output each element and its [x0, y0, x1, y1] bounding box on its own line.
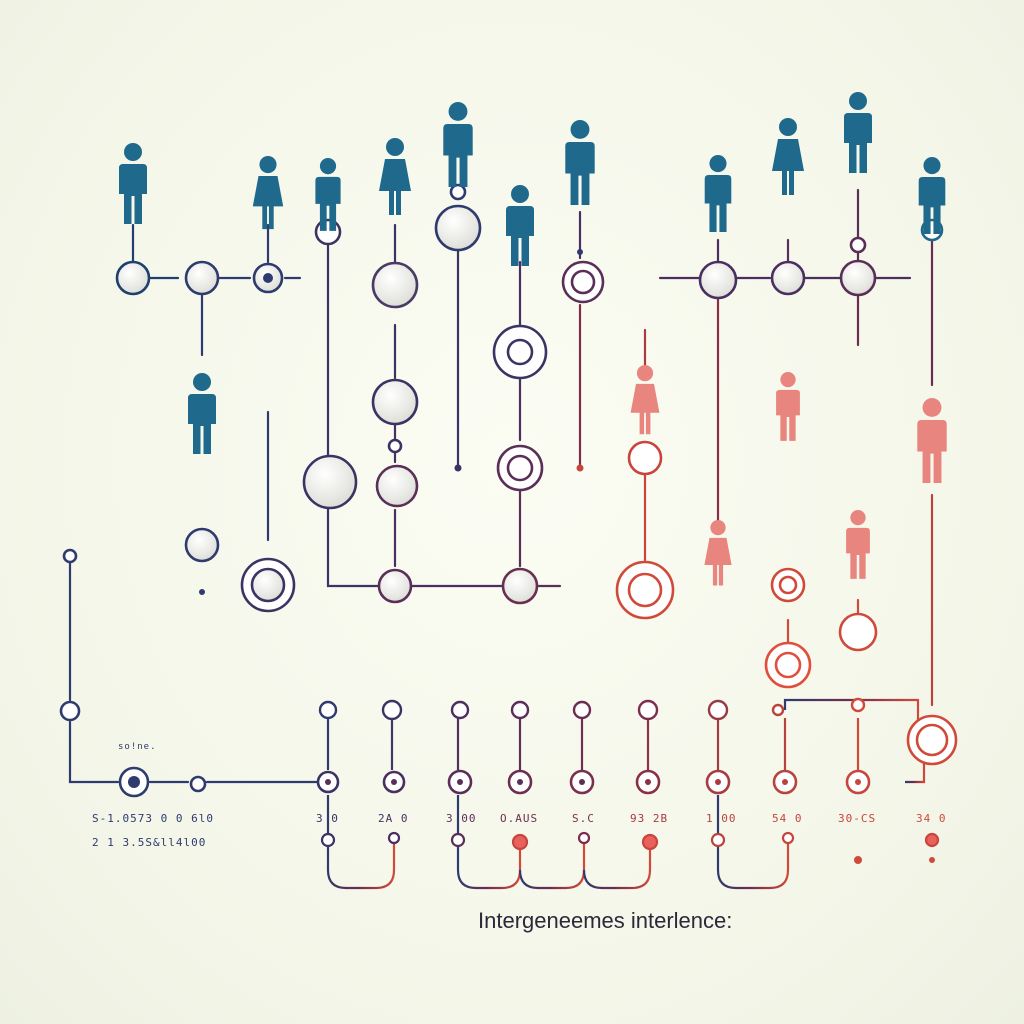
column-label: 34 0 [916, 812, 947, 825]
person-icon [704, 155, 732, 232]
person-icon [188, 373, 216, 454]
person-icon [844, 92, 872, 173]
column-label: 3 00 [446, 812, 477, 825]
left-label-line2: 2 1 3.5S&ll4l00 [92, 836, 207, 849]
column-label: 30-CS [838, 812, 877, 825]
lower-bus-dots [325, 779, 861, 785]
ring-nodes [115, 183, 958, 766]
left-label-line1: S-1.0573 0 0 6l0 [92, 812, 214, 825]
person-icon [846, 510, 870, 579]
left-small-label: so!ne. [118, 742, 157, 752]
woman-icon [379, 138, 411, 215]
column-label: 2A 0 [378, 812, 409, 825]
person-icon [506, 185, 534, 266]
person-icon [119, 143, 147, 224]
person-figures [119, 92, 947, 586]
person-icon [918, 157, 946, 234]
column-label: 93 2B [630, 812, 669, 825]
woman-icon [704, 520, 732, 586]
person-icon [776, 372, 800, 441]
label-nodes [320, 831, 940, 864]
person-icon [565, 120, 595, 206]
person-icon [917, 398, 947, 484]
column-label: 3 0 [316, 812, 339, 825]
column-label: 1 00 [706, 812, 737, 825]
person-icon [315, 158, 341, 231]
woman-icon [630, 365, 660, 435]
woman-icon [252, 156, 284, 230]
bus-grid [326, 698, 934, 890]
woman-icon [772, 118, 804, 195]
column-label: S.C [572, 812, 595, 825]
diagram-caption: Intergeneemes interlence: [478, 908, 733, 933]
end-dots [199, 249, 584, 595]
person-icon [443, 102, 473, 188]
upper-bus-nodes [318, 697, 866, 721]
connector-lines [68, 188, 934, 784]
column-label: 54 0 [772, 812, 803, 825]
column-label: O.AUS [500, 812, 539, 825]
